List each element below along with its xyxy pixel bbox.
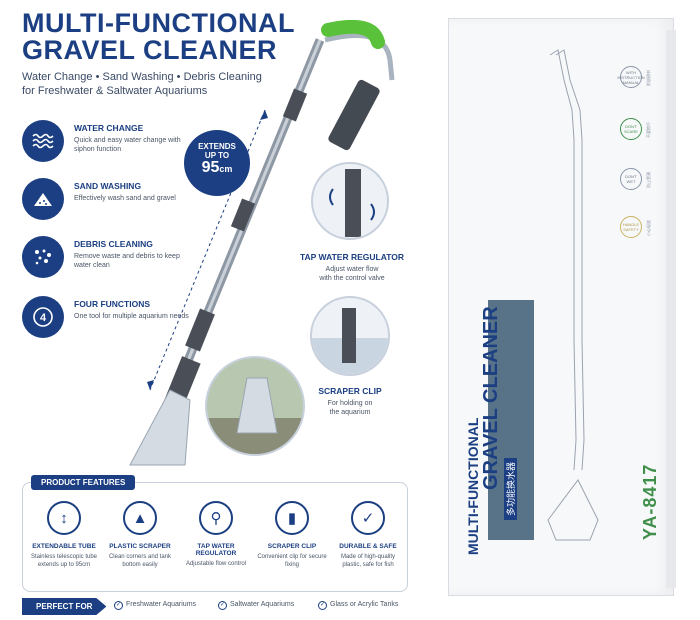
box-model-number: YA-8417: [640, 463, 660, 540]
box-side: [666, 30, 676, 588]
callout-tap-regulator: TAP WATER REGULATOR Adjust water flow wi…: [299, 252, 405, 282]
manual-badge-icon: WITH INSTRUCTION MANUAL: [617, 66, 645, 88]
shield-check-icon: ✓: [351, 501, 385, 535]
product-infographic: MULTI-FUNCTIONAL GRAVEL CLEANER Water Ch…: [22, 8, 412, 615]
extends-badge: EXTENDS UP TO 95cm: [184, 130, 250, 196]
perfect-for-bar: PERFECT FOR ✓Freshwater Aquariums ✓Saltw…: [22, 598, 412, 615]
waves-icon: [22, 120, 64, 162]
product-box: [448, 18, 674, 596]
expand-icon: ↕: [47, 501, 81, 535]
aquarium-closeup: [205, 356, 305, 456]
box-brand-line1: MULTI-FUNCTIONAL: [465, 417, 481, 555]
page-title: MULTI-FUNCTIONAL GRAVEL CLEANER: [22, 8, 295, 65]
clip-closeup: [310, 296, 390, 376]
product-features-label: PRODUCT FEATURES: [31, 475, 136, 490]
perfect-for-item: ✓Saltwater Aquariums: [218, 601, 295, 610]
faucet-icon: ⚲: [199, 501, 233, 535]
box-chinese-name: 多功能换水器: [504, 457, 517, 520]
subtitle: Water Change • Sand Washing • Debris Cle…: [22, 71, 262, 97]
check-icon: ✓: [318, 601, 327, 610]
box-brand-line2: GRAVEL CLEANER: [480, 306, 502, 490]
feature-sand-washing: SAND WASHING Effectively wash sand and g…: [22, 178, 197, 228]
feature-four-functions: 4 FOUR FUNCTIONS One tool for multiple a…: [22, 296, 197, 346]
perfect-for-item: ✓Freshwater Aquariums: [114, 601, 197, 610]
box-tube-outline: [547, 49, 599, 541]
svg-text:4: 4: [40, 312, 47, 324]
pf-durable-safe: ✓ DURABLE & SAFE Made of high-quality pl…: [331, 501, 405, 569]
scraper-icon: ▲: [123, 501, 157, 535]
valve-closeup: [311, 162, 389, 240]
dont-scare-badge-icon: DON'T SCARE: [620, 118, 642, 140]
dont-wet-badge-icon: DON'T WET: [620, 168, 642, 190]
product-features-panel: PRODUCT FEATURES ↕ EXTENDABLE TUBE Stain…: [22, 475, 408, 592]
pf-plastic-scraper: ▲ PLASTIC SCRAPER Clean corners and tank…: [103, 501, 177, 569]
gravel-cleaner-illustration: [129, 20, 395, 466]
feature-debris-cleaning: DEBRIS CLEANING Remove waste and debris …: [22, 236, 197, 286]
pf-scraper-clip: ▮ SCRAPER CLIP Convenient clip for secur…: [255, 501, 329, 569]
perfect-for-item: ✓Glass or Acrylic Tanks: [318, 601, 399, 610]
perfect-for-label: PERFECT FOR: [22, 598, 107, 615]
feature-water-change: WATER CHANGE Quick and easy water change…: [22, 120, 197, 170]
check-icon: ✓: [114, 601, 123, 610]
sand-icon: [22, 178, 64, 220]
pf-extendable-tube: ↕ EXTENDABLE TUBE Stainless telescopic t…: [27, 501, 101, 569]
callout-scraper-clip: SCRAPER CLIP For holding on the aquarium: [318, 386, 382, 416]
clip-icon: ▮: [275, 501, 309, 535]
debris-icon: [22, 236, 64, 278]
pf-tap-regulator: ⚲ TAP WATER REGULATOR Adjustable flow co…: [179, 501, 253, 568]
handle-safety-badge-icon: HANDLE SAFETY: [620, 216, 642, 238]
check-icon: ✓: [218, 601, 227, 610]
four-icon: 4: [22, 296, 64, 338]
